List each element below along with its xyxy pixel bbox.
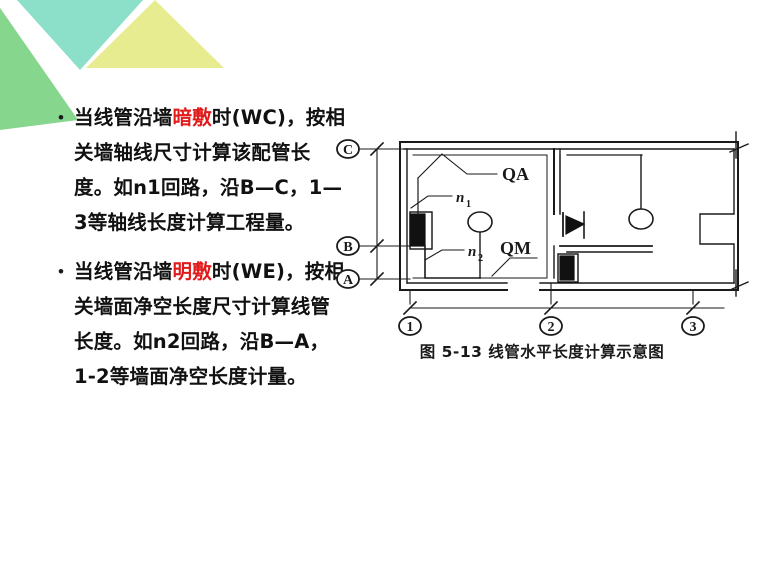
bullet-1-seg-2: 时(WC)，按相关墙轴线尺寸计算该配管长度。如n1回路，沿B—C，1—3等轴线长… (74, 106, 346, 234)
bullet-text-2: 当线管沿墙明敷时(WE)，按相关墙面净空长度尺寸计算线管长度。如n2回路，沿B—… (74, 254, 348, 394)
annotation-n2-subscript: 2 (478, 253, 483, 264)
dimension-ticks-horizontal (402, 300, 701, 316)
leader-line-n2 (424, 249, 465, 261)
annotation-n1: n (456, 190, 464, 206)
axis-marker-3 (681, 316, 705, 336)
bullet-marker: • (58, 108, 64, 127)
distribution-box-right-outline (557, 253, 579, 283)
axis-marker-b (336, 236, 360, 256)
floor-plan-drawing: C B A (336, 131, 749, 336)
axis-marker-1 (398, 316, 422, 336)
distribution-box-left-outline (409, 211, 433, 250)
axis-marker-c (336, 139, 360, 159)
bullet-2-seg-red: 明敷 (172, 260, 212, 283)
wall-device-symbol (562, 211, 586, 239)
bullet-2-seg-2: 时(WE)，按相关墙面净空长度尺寸计算线管长度。如n2回路，沿B—A，1-2等墙… (74, 260, 345, 388)
axis-label-3: 3 (690, 320, 697, 335)
axis-label-c: C (343, 143, 353, 158)
triangle-teal-shape (17, 0, 143, 70)
bullet-2-seg-0: 当线管沿墙 (74, 260, 173, 283)
dimension-ticks-vertical (369, 141, 385, 287)
leader-line-qm (491, 257, 538, 277)
axis-label-a: A (343, 273, 354, 288)
distribution-box-left (409, 213, 426, 247)
dimension-extension-lines (409, 282, 694, 305)
bullet-text-1: 当线管沿墙暗敷时(WC)，按相关墙轴线尺寸计算该配管长度。如n1回路，沿B—C，… (74, 100, 348, 240)
axis-label-2: 2 (548, 320, 555, 335)
conduit-run-n2 (424, 245, 481, 279)
annotation-n1-subscript: 1 (466, 199, 471, 210)
bullet-1-seg-0: 当线管沿墙 (74, 106, 173, 129)
annotation-n2: n (468, 244, 476, 260)
leader-line-n1 (410, 195, 453, 209)
floor-plan-figure: C B A (332, 118, 752, 373)
lamp-left-icon (467, 211, 493, 233)
lamp-right-icon (628, 208, 654, 230)
bullet-marker: • (58, 262, 64, 281)
annotation-qm: QM (500, 238, 531, 258)
list-item: • 当线管沿墙暗敷时(WC)，按相关墙轴线尺寸计算该配管长度。如n1回路，沿B—… (58, 100, 348, 240)
list-item: • 当线管沿墙明敷时(WE)，按相关墙面净空长度尺寸计算线管长度。如n2回路，沿… (58, 254, 348, 394)
axis-marker-a (336, 269, 360, 289)
bullet-list: • 当线管沿墙暗敷时(WC)，按相关墙轴线尺寸计算该配管长度。如n1回路，沿B—… (58, 100, 348, 408)
figure-caption: 图 5-13 线管水平长度计算示意图 (419, 343, 665, 361)
axis-label-b: B (343, 240, 352, 255)
axis-label-1: 1 (407, 320, 414, 335)
leader-line-qa (417, 153, 498, 179)
bullet-1-seg-red: 暗敷 (172, 106, 212, 129)
annotation-qa: QA (502, 164, 529, 184)
triangle-yellow-shape (86, 0, 224, 68)
distribution-box-right (559, 255, 575, 281)
axis-marker-2 (539, 316, 563, 336)
dimension-ticks-right (729, 131, 749, 297)
wall-inner-right-recess (699, 148, 735, 284)
